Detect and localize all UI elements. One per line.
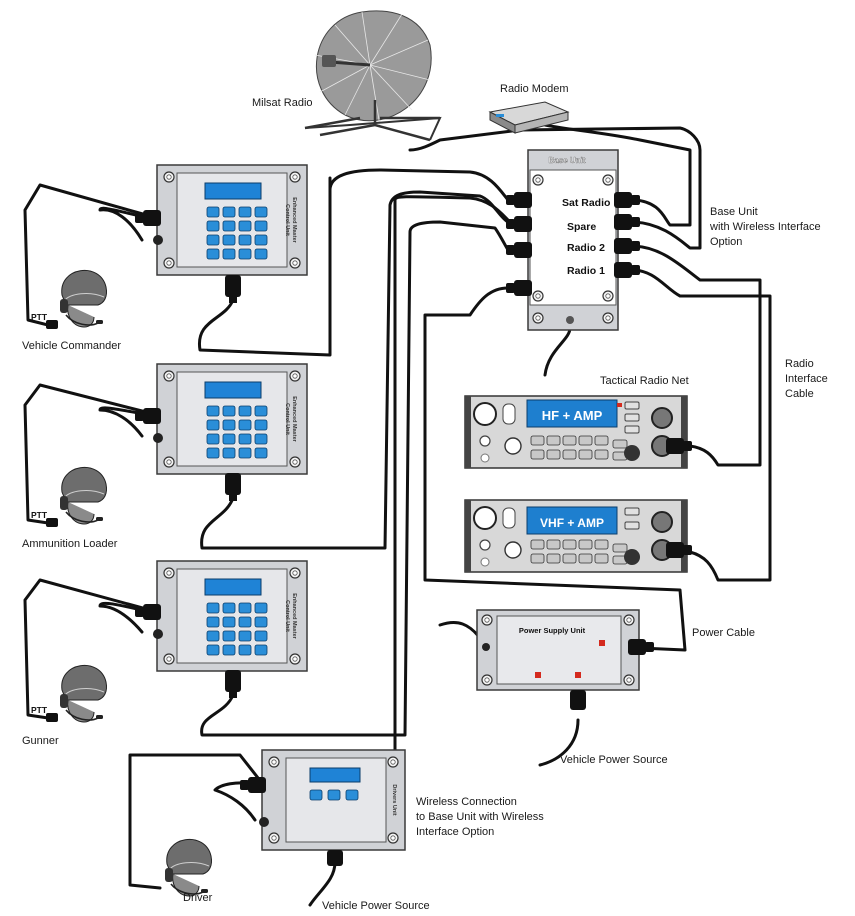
label-line: with Wireless Interface: [710, 221, 821, 233]
control-unit-label-line1: Enhanced Master: [291, 197, 297, 243]
control-unit-label-line1: Enhanced Master: [291, 396, 297, 442]
label-line: to Base Unit with Wireless: [416, 811, 544, 823]
label-vehicle-power-source-driver: Vehicle Power Source: [322, 900, 430, 912]
cable-base-tail: [543, 326, 572, 377]
label-milsat-radio: Milsat Radio: [252, 97, 313, 109]
driver-unit-label: Drivers Unit: [391, 784, 397, 815]
label-line: Interface: [785, 373, 828, 385]
station-name-gunner: Gunner: [22, 735, 59, 747]
power-supply-unit: Power Supply Unit: [476, 609, 654, 710]
ptt-label-commander: PTT: [31, 312, 48, 322]
milsat-dish: [304, 10, 442, 142]
ptt-label-loader: PTT: [31, 510, 48, 520]
port-label-radio-2: Radio 2: [567, 242, 605, 254]
label-radio-interface-cable: Radio Interface Cable: [785, 357, 828, 402]
radio-hf: HF + AMP: [464, 395, 692, 469]
station-name-loader: Ammunition Loader: [22, 538, 118, 550]
cable-psu-to-base: [423, 286, 687, 652]
station-name-driver: Driver: [183, 892, 213, 904]
label-radio-modem: Radio Modem: [500, 83, 569, 95]
cable-gunner-ptt: [23, 578, 152, 720]
helmet-gunner: [59, 664, 108, 723]
label-line: Interface Option: [416, 826, 495, 838]
label-line: Wireless Connection: [416, 796, 517, 808]
cable-loader-ptt: [23, 383, 152, 525]
radio-hf-display: HF + AMP: [542, 408, 603, 423]
cable-radio1-to-vhf: [630, 268, 772, 582]
label-line: Option: [710, 236, 743, 248]
control-unit-loader: Enhanced Master Control Unit: [157, 364, 307, 474]
cable-commander-headset: [98, 206, 152, 242]
cable-driver-ptt: [128, 753, 264, 890]
cable-loader-headset: [98, 406, 152, 438]
port-label-spare: Spare: [567, 221, 596, 233]
cable-commander-ptt: [23, 183, 152, 327]
control-unit-label-line2: Control Unit: [284, 403, 290, 435]
ptt-switches: [46, 320, 58, 722]
control-unit-label-line2: Control Unit: [284, 204, 290, 236]
helmet-driver: [164, 838, 213, 897]
control-unit-label-line1: Enhanced Master: [291, 593, 297, 639]
control-unit-connectors: [135, 210, 241, 698]
cable-driver-tail: [308, 860, 337, 907]
cable-driver-to-base: [282, 195, 510, 792]
port-label-radio-1: Radio 1: [567, 265, 605, 277]
control-unit-label-line2: Control Unit: [284, 600, 290, 632]
base-unit-title: Base Unit: [549, 156, 586, 165]
control-unit-gunner: Enhanced Master Control Unit: [157, 561, 307, 671]
label-wireless-connection: Wireless Connection to Base Unit with Wi…: [416, 795, 544, 840]
radio-modem: [488, 101, 570, 134]
base-unit: Base Unit Sat Radio Spare Radio 2 Radio …: [506, 149, 640, 331]
station-name-commander: Vehicle Commander: [22, 340, 122, 352]
label-line: Radio: [785, 358, 814, 370]
helmet-commander: [59, 269, 108, 328]
driver-unit: Drivers Unit: [240, 749, 406, 866]
cable-spare: [408, 126, 702, 250]
radio-vhf: VHF + AMP: [464, 499, 692, 573]
ptt-label-gunner: PTT: [31, 705, 48, 715]
cable-psu-tail: [538, 718, 580, 767]
label-base-unit-desc: Base Unit with Wireless Interface Option: [710, 205, 821, 250]
helmet-loader: [59, 466, 108, 525]
cable-gunner-headset: [98, 601, 152, 634]
psu-title: Power Supply Unit: [519, 626, 586, 635]
cable-gunner-to-base: [200, 220, 510, 737]
cable-commander-to-base: [197, 168, 510, 357]
label-line: Cable: [785, 388, 814, 400]
label-vehicle-power-source-psu: Vehicle Power Source: [560, 754, 668, 766]
port-label-sat-radio: Sat Radio: [562, 197, 610, 209]
label-line: Base Unit: [710, 206, 758, 218]
label-power-cable: Power Cable: [692, 627, 755, 639]
control-unit-commander: Enhanced Master Control Unit: [157, 165, 307, 275]
label-tactical-radio-net: Tactical Radio Net: [600, 375, 689, 387]
radio-vhf-display: VHF + AMP: [540, 516, 604, 530]
cable-radio2-to-hf: [630, 244, 762, 467]
